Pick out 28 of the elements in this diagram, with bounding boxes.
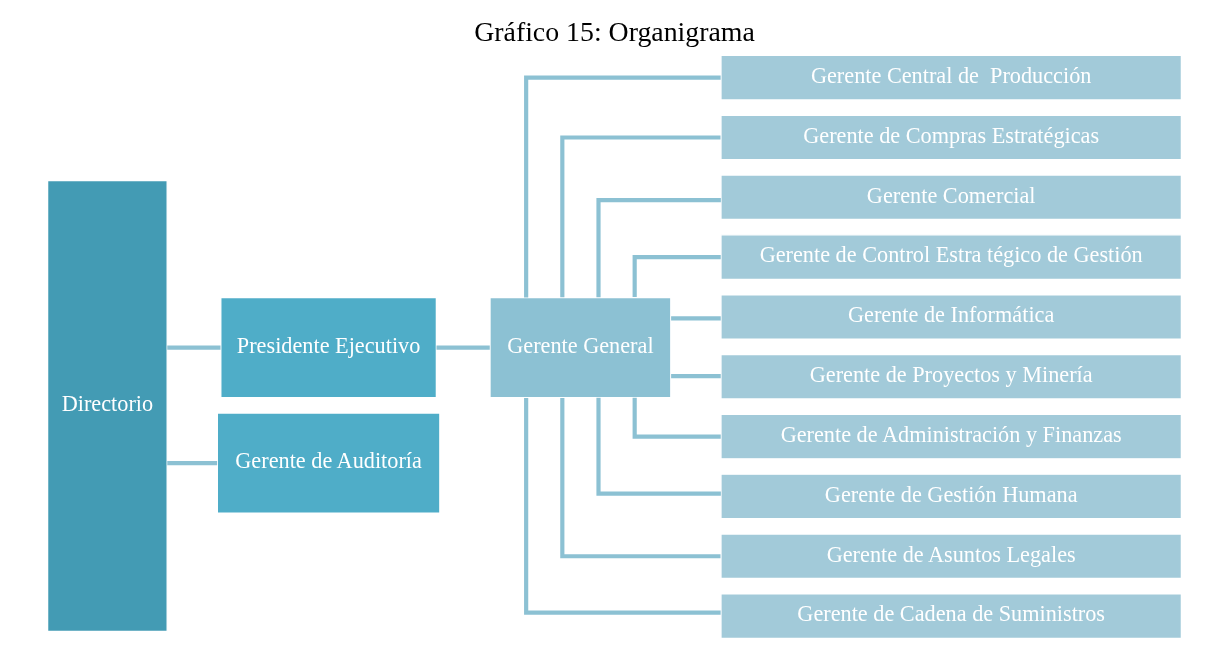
node-box: Directorio (46, 179, 168, 633)
node-box: Gerente de Informática (719, 294, 1182, 340)
connector (559, 135, 720, 298)
connector (670, 316, 721, 321)
node-box: Gerente General (488, 296, 672, 399)
connector (595, 198, 721, 298)
connector (523, 75, 721, 298)
connector (559, 398, 720, 559)
node-box: Gerente Central de Producción (719, 54, 1182, 101)
connector (632, 397, 721, 439)
node-box: Gerente de Proyectos y Minería (719, 353, 1182, 400)
connector (632, 255, 721, 298)
connector (166, 345, 221, 350)
node-box: Gerente de Cadena de Suministros (719, 593, 1182, 640)
node-box: Gerente de Gestión Humana (719, 473, 1182, 520)
node-box: Gerente de Compras Estratégicas (719, 114, 1182, 161)
node-box: Presidente Ejecutivo (219, 296, 437, 399)
node-box: Gerente de Asuntos Legales (719, 533, 1182, 580)
connector (166, 460, 217, 466)
connector (523, 398, 721, 615)
node-box: Gerente Comercial (719, 174, 1182, 221)
diagram-title: Gráfico 15: Organigrama (473, 16, 755, 48)
connector (595, 397, 721, 496)
connector (436, 345, 490, 350)
connector (670, 374, 721, 379)
node-box: Gerente de Auditoría (216, 412, 441, 514)
node-box: Gerente de Administración y Finanzas (719, 413, 1182, 460)
node-box: Gerente de Control Estra tégico de Gestión (719, 234, 1182, 281)
